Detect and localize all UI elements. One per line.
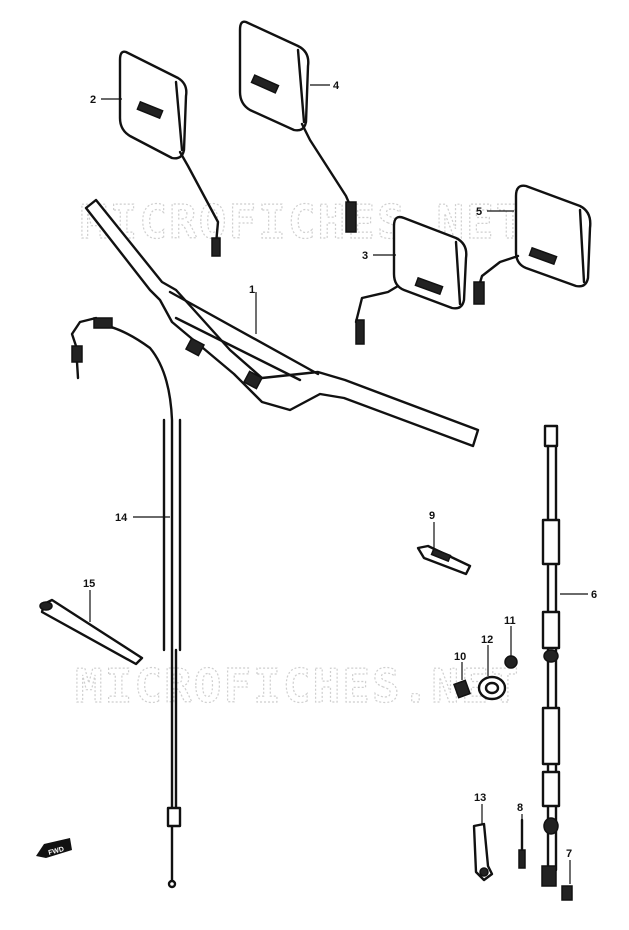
mirror-far-right-mount [473, 281, 485, 305]
handlebar [84, 198, 480, 448]
bracket [416, 544, 472, 576]
callout-5: 5 [476, 206, 482, 218]
forward-arrow-icon: FWD [36, 838, 72, 858]
clutch-cable-sheath-mid [541, 610, 561, 650]
callout-13: 13 [474, 792, 486, 804]
callout-15: 15 [83, 578, 95, 590]
callout-10: 10 [454, 651, 466, 663]
throttle-cable-adjuster [71, 345, 83, 363]
hook-part-13 [472, 822, 494, 882]
clamp-strap-eyelet [39, 601, 53, 611]
callout-8: 8 [517, 802, 523, 814]
mirror-right-upper-mount [345, 201, 357, 233]
mirror-middle-mount [355, 319, 365, 345]
clutch-cable-sheath-bottom [541, 770, 561, 808]
clutch-cable-sheath-lower [541, 706, 561, 766]
hook-part-13-eye [479, 867, 489, 877]
throttle-cable-tip [167, 879, 177, 889]
screw-part-7-body [561, 885, 573, 901]
mirror-far-right [473, 184, 592, 305]
callout-12: 12 [481, 634, 493, 646]
handlebar-grip-band-right [242, 370, 264, 390]
callout-6: 6 [591, 589, 597, 601]
bracket-slot [430, 547, 452, 563]
handlebar-grip-band-left [184, 337, 206, 357]
screw-part-7 [561, 885, 573, 901]
throttle-cable-lower-fitting [166, 806, 182, 828]
clutch-cable-top-fitting [543, 424, 559, 448]
pin-part-8-head [518, 849, 526, 869]
mirror-right-upper-logo [250, 74, 280, 94]
mirror-far-right-logo [528, 246, 558, 266]
clamp-strap [39, 598, 144, 666]
callout-1: 1 [249, 284, 255, 296]
nut-part-11-body [504, 655, 518, 669]
callout-11: 11 [504, 615, 516, 627]
clutch-cable-end-fitting [541, 865, 557, 887]
clamp-ring-part-12 [477, 675, 507, 701]
callout-9: 9 [429, 510, 435, 522]
callout-3: 3 [362, 250, 368, 262]
clutch-cable-lower-joint [543, 817, 559, 835]
clutch-cable [541, 424, 561, 887]
pin-part-8 [518, 818, 526, 869]
watermark-bottom: MICROFICHES.NET [75, 659, 520, 713]
throttle-cable [70, 316, 182, 889]
callout-14: 14 [115, 512, 128, 524]
mirror-middle-logo [414, 276, 444, 296]
mirror-right-upper [238, 20, 357, 233]
throttle-cable-end-fitting [93, 317, 113, 329]
callout-4: 4 [333, 80, 340, 92]
clutch-cable-sheath-upper [541, 518, 561, 566]
callout-7: 7 [566, 848, 572, 860]
clutch-cable-joint [543, 649, 559, 663]
callout-2: 2 [90, 94, 96, 106]
mirror-left-upper-mount [211, 237, 221, 257]
mirror-left-upper [118, 50, 221, 257]
mirror-middle [354, 215, 468, 345]
mirror-left-upper-logo [136, 100, 164, 120]
bolt-part-10 [453, 679, 471, 699]
forward-arrow-label: FWD [48, 846, 65, 857]
nut-part-11 [504, 655, 518, 669]
clamp-ring-inner [484, 681, 500, 695]
bolt-part-10-body [453, 679, 471, 699]
